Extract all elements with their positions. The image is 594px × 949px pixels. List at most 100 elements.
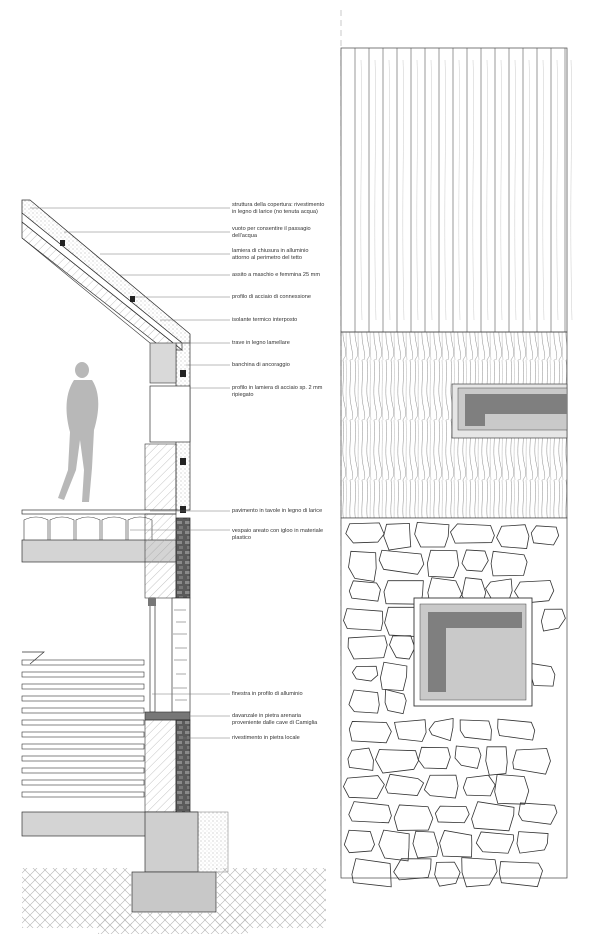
- stone: [343, 608, 384, 631]
- board-grain: [472, 59, 475, 321]
- stone: [343, 829, 375, 854]
- concrete-wall-lower: [144, 719, 177, 813]
- stone: [514, 580, 555, 604]
- board-grain: [444, 59, 447, 321]
- stone: [378, 549, 425, 575]
- annotation-flashing: lamiera di chiusura in alluminio attorno…: [232, 248, 309, 261]
- stone: [454, 745, 482, 769]
- steel-clip: [180, 370, 186, 377]
- stone: [347, 635, 388, 660]
- annotation-insulation: isolante termico interposto: [232, 317, 298, 323]
- stone: [393, 858, 432, 881]
- stair-steps: [21, 659, 145, 798]
- stone: [385, 773, 425, 796]
- igloo-row: [23, 516, 153, 540]
- stone: [494, 774, 530, 805]
- foundation-wall: [144, 811, 199, 873]
- board-grain: [360, 59, 363, 321]
- annotation-steel-profile: profilo di acciaio di connessione: [232, 294, 311, 300]
- stone: [427, 549, 460, 579]
- stone: [434, 805, 470, 824]
- stone: [485, 746, 508, 776]
- stone: [342, 775, 385, 799]
- window-upper-opening: [149, 385, 191, 443]
- annotation-larch-floor: pavimento in tavole in legno di larice: [232, 508, 323, 514]
- lower-window-glass: [428, 612, 522, 692]
- human-figure: [58, 362, 99, 502]
- board-grain: [430, 59, 433, 321]
- stone: [417, 746, 451, 770]
- stone: [347, 747, 374, 771]
- annotation-stone-cladding: rivestimento in pietra locale: [232, 735, 300, 741]
- board-grain: [570, 59, 573, 321]
- elevation-view: [340, 47, 573, 888]
- stone: [498, 861, 543, 888]
- stone: [394, 719, 427, 742]
- stone: [348, 580, 381, 602]
- board-grain: [514, 59, 517, 321]
- stone: [462, 774, 496, 797]
- roof-insulation: [21, 221, 183, 351]
- stone: [471, 801, 515, 832]
- stone: [389, 635, 416, 660]
- stone: [518, 802, 558, 825]
- board-grain: [500, 59, 503, 321]
- stone: [475, 831, 515, 854]
- stone: [516, 831, 549, 854]
- floor-boards: [21, 509, 177, 515]
- stone: [412, 830, 439, 859]
- footing: [131, 871, 217, 913]
- stone: [351, 665, 379, 682]
- section-view: [21, 199, 326, 934]
- board-grain: [416, 59, 419, 321]
- stone-pattern: [173, 609, 187, 701]
- stone: [384, 688, 407, 715]
- stone: [348, 801, 392, 824]
- stone: [540, 608, 566, 632]
- annotation-igloo-crawlspace: vespaio areato con igloo in materiale pl…: [232, 528, 324, 541]
- roof-connector: [60, 240, 65, 246]
- stone: [439, 829, 473, 858]
- stone: [496, 524, 530, 549]
- annotation-folded-sheet: profilo in lamiera di acciaio sp. 2 mm r…: [232, 385, 323, 398]
- annotation-sandstone-sill: davanzale in pietra arenaria proveniente…: [232, 713, 318, 726]
- board-grain: [486, 59, 489, 321]
- stone: [461, 549, 489, 572]
- stones: [342, 521, 566, 888]
- stone: [378, 829, 410, 862]
- upper-window-glass: [465, 394, 567, 426]
- stone-wall-light: [171, 597, 191, 713]
- wall-beam: [149, 342, 177, 384]
- annotation-anchor-bench: banchina di ancoraggio: [232, 362, 290, 368]
- board-grain: [388, 59, 391, 321]
- stone: [434, 861, 461, 887]
- stone: [348, 721, 392, 744]
- stone: [348, 550, 377, 582]
- stone: [461, 857, 498, 888]
- window-handle: [148, 598, 156, 606]
- board-grain: [458, 59, 461, 321]
- stone: [530, 525, 560, 546]
- stone: [490, 550, 528, 577]
- board-grain: [528, 59, 531, 321]
- board-grain: [402, 59, 405, 321]
- stone: [428, 718, 454, 742]
- roof-layers: [21, 199, 191, 344]
- steel-clip: [180, 458, 186, 465]
- annotation-air-gap: vuoto per consentire il passagio dell'ac…: [232, 226, 311, 239]
- stone: [414, 521, 450, 548]
- stone: [345, 522, 385, 544]
- stone: [375, 749, 419, 774]
- stone: [383, 522, 412, 551]
- annotation-roof-structure: struttura della copertura: rivestimento …: [232, 202, 325, 215]
- stone: [393, 804, 434, 831]
- stone: [512, 748, 551, 775]
- stone: [497, 718, 536, 741]
- window-frame: [149, 597, 156, 713]
- ground-under-footing: [98, 912, 248, 934]
- board-grain: [542, 59, 545, 321]
- board-grain: [556, 59, 559, 321]
- annotation-boarding: assito a maschio e femmina 25 mm: [232, 272, 320, 278]
- board-joints: [354, 48, 573, 332]
- gravel-fill: [197, 811, 229, 873]
